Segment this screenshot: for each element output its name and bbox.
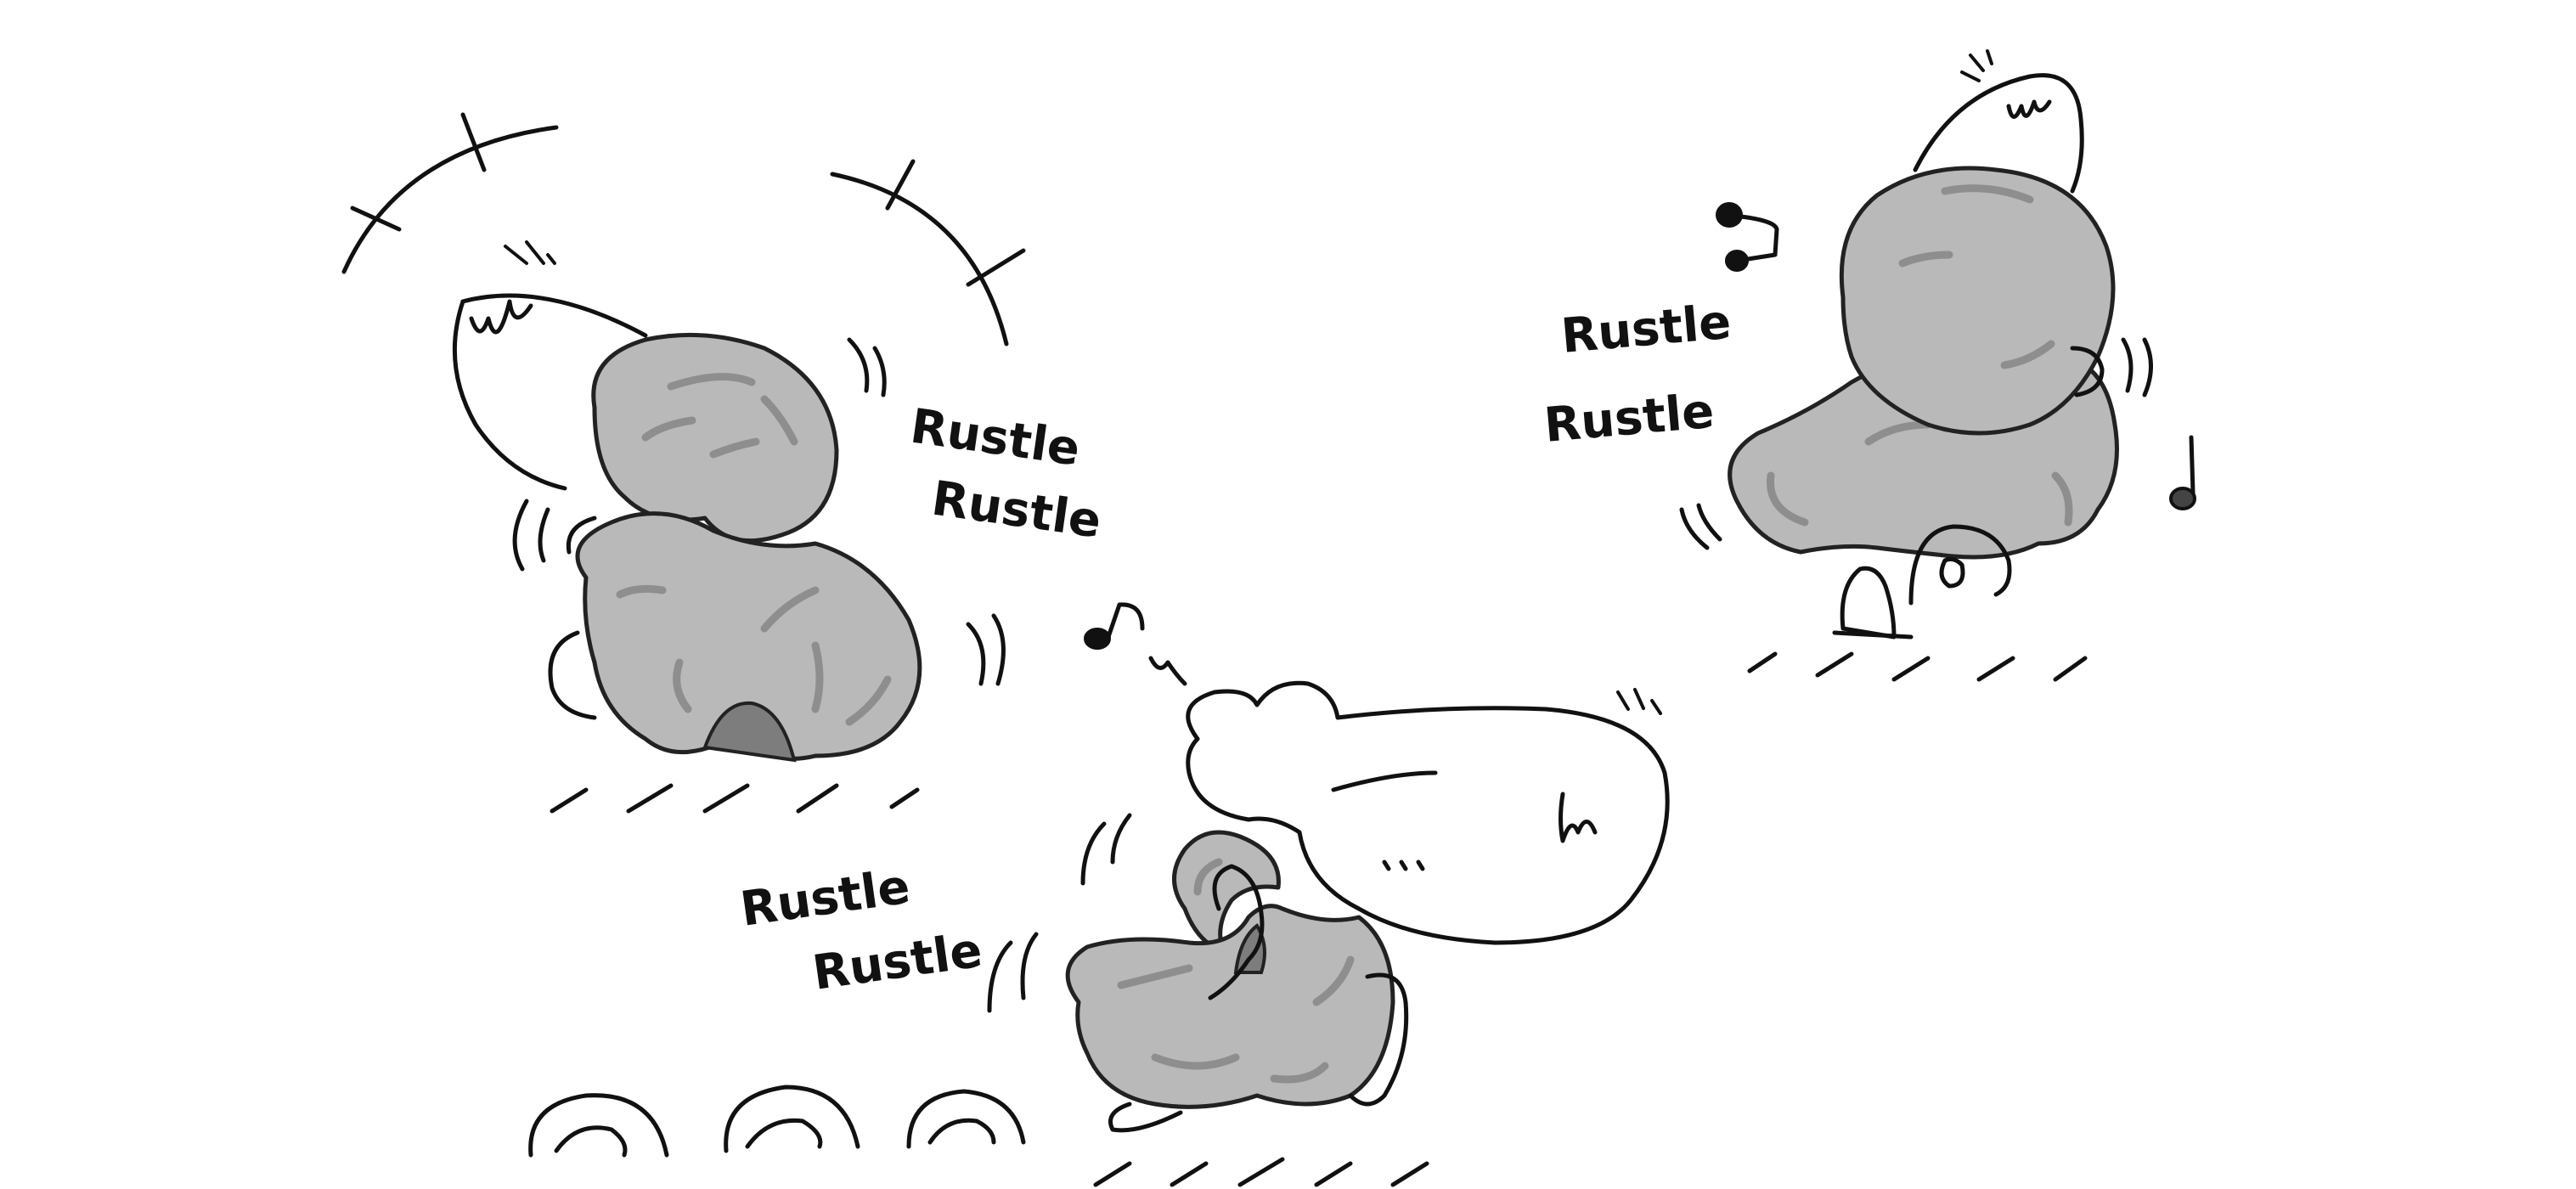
- double-music-note-icon: [1716, 202, 1779, 272]
- sfx-right-rustle-1: Rustle: [1559, 295, 1733, 364]
- left-arc-2: [830, 172, 1009, 347]
- sfx-middle-rustle-2: Rustle: [809, 923, 985, 1001]
- sfx-right-rustle-2: Rustle: [1542, 384, 1716, 454]
- single-music-note-icon: [2169, 435, 2196, 510]
- middle-running-creature: [528, 602, 1670, 1187]
- right-rock-creature: [1679, 49, 2196, 682]
- left-rock-creature: [341, 112, 1026, 814]
- sfx-left-rustle-2: Rustle: [928, 471, 1104, 549]
- music-note-icon: [1084, 602, 1187, 686]
- sfx-left-rustle-1: Rustle: [907, 398, 1083, 476]
- left-arc-1: [341, 125, 559, 274]
- sfx-middle-rustle-1: Rustle: [737, 859, 913, 938]
